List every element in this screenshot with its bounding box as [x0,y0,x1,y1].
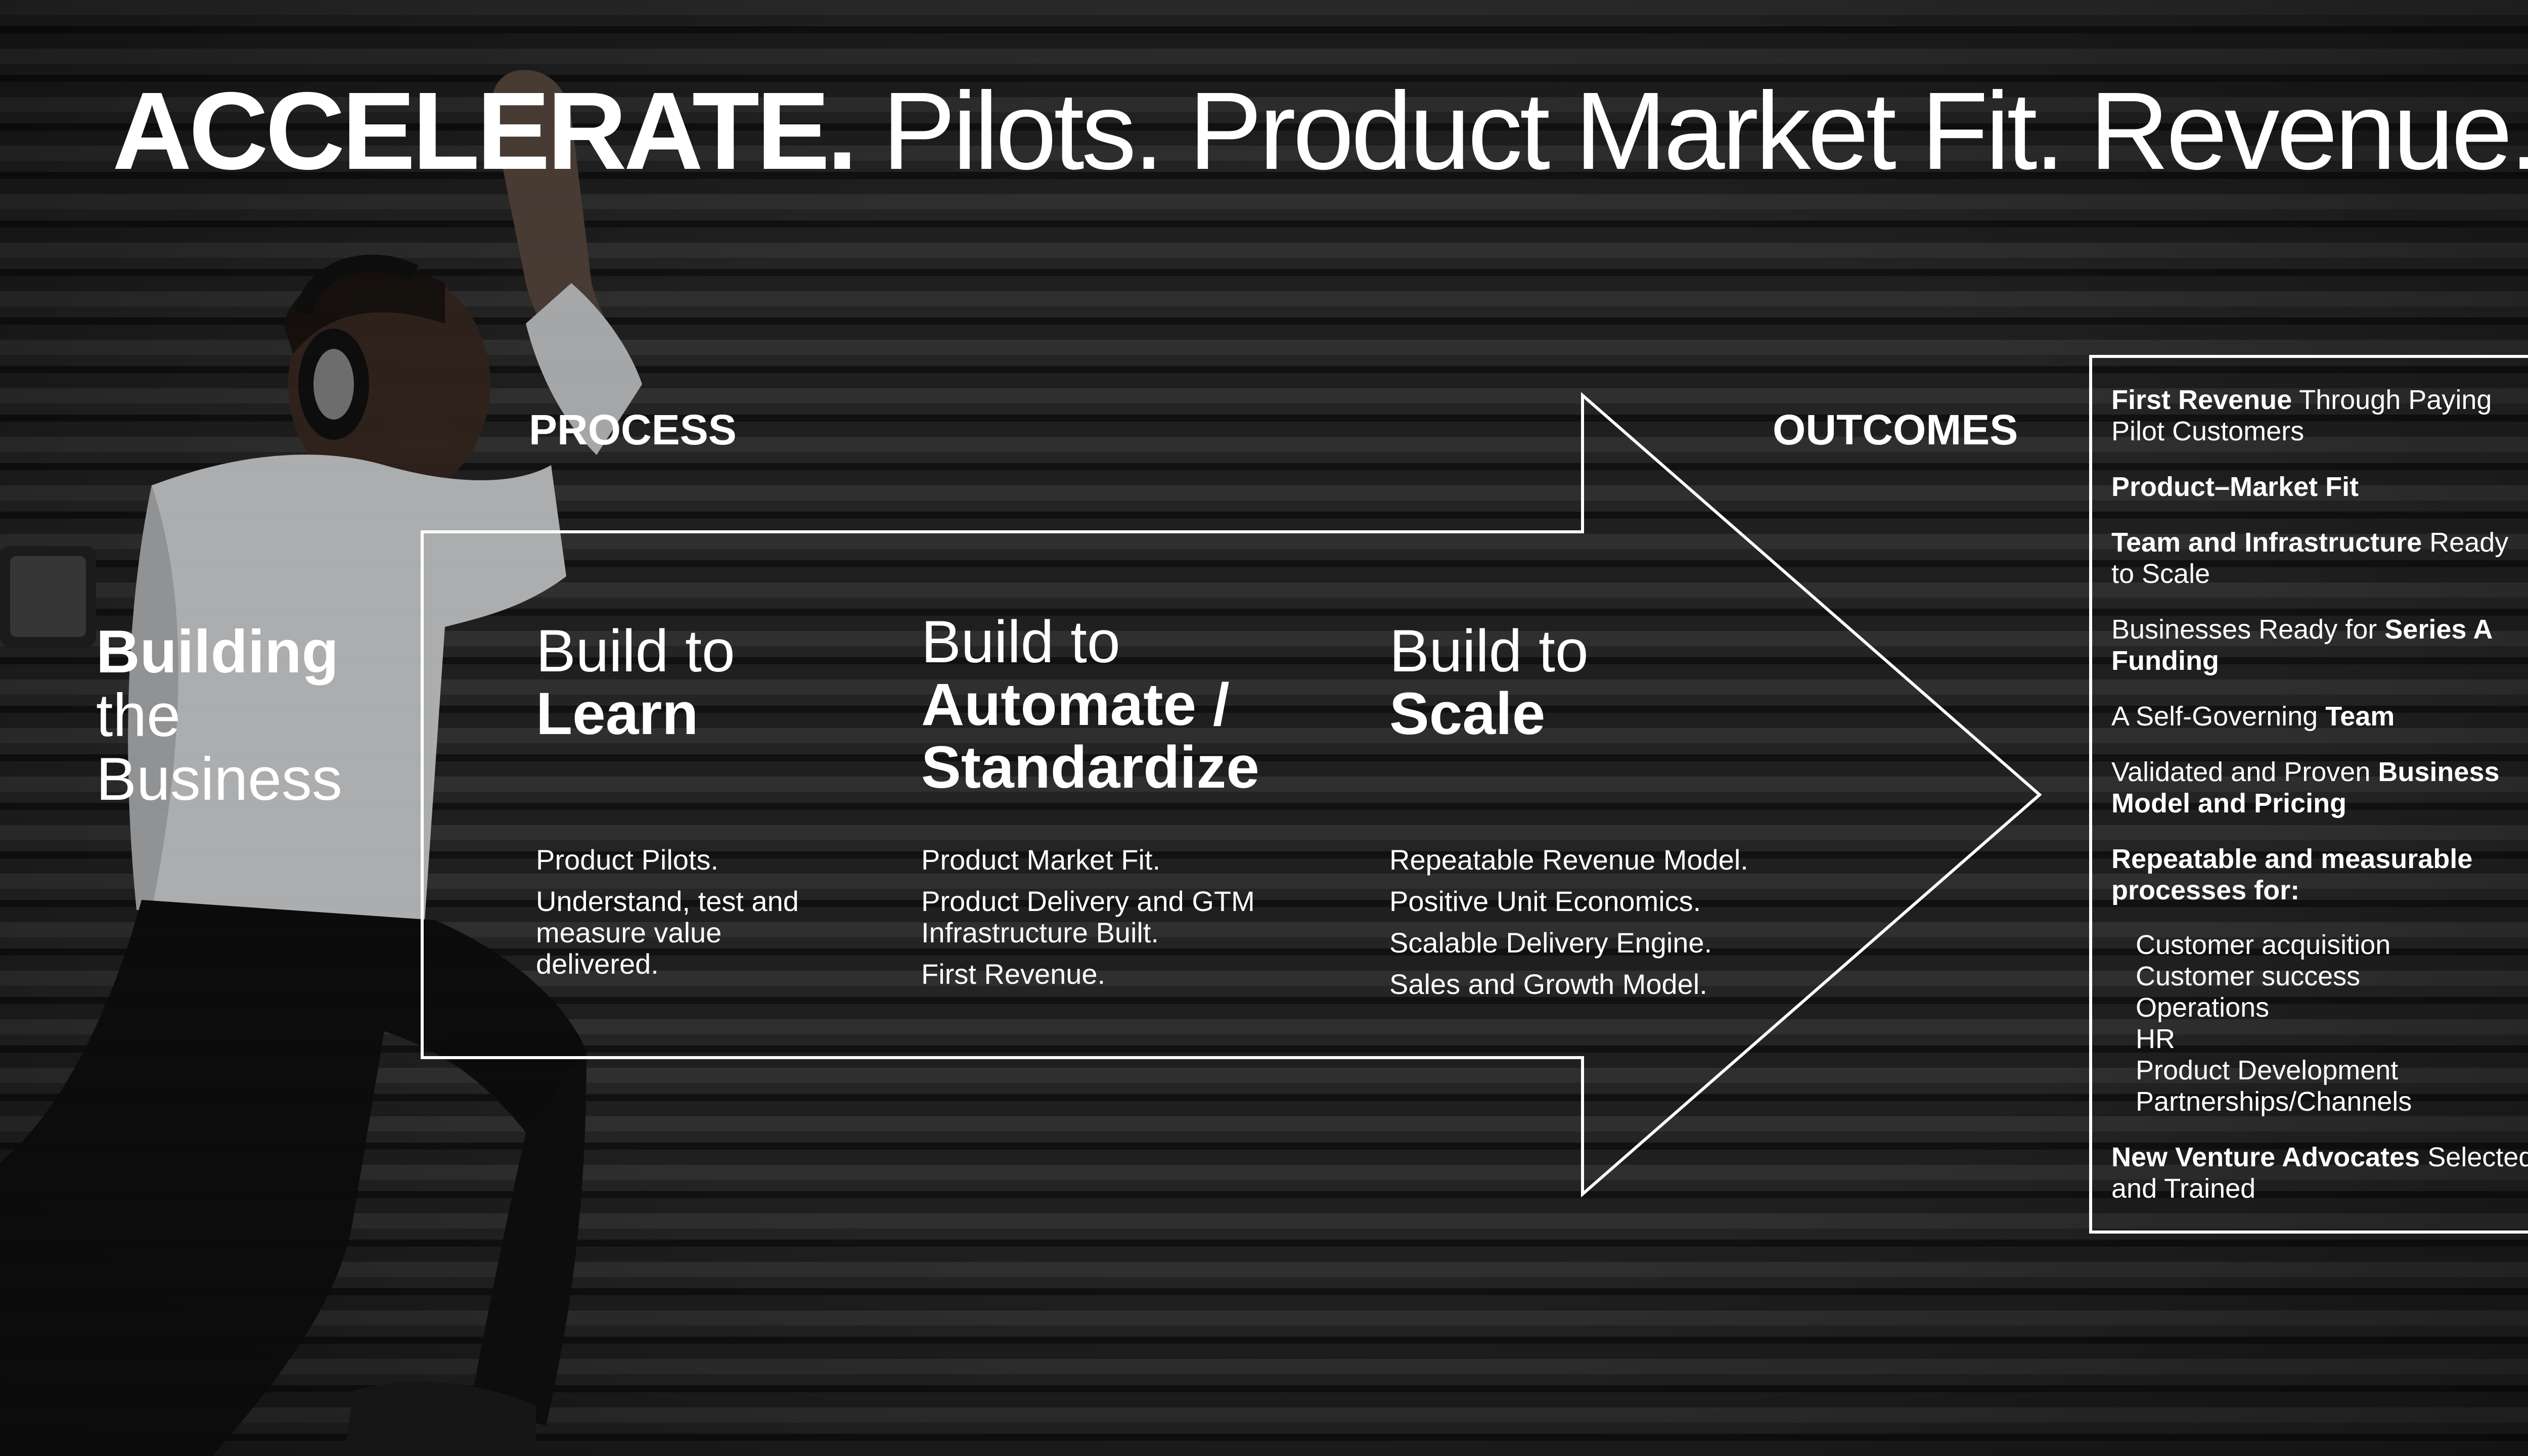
list-item: Partnerships/Channels [2136,1086,2412,1117]
outcomes-label: OUTCOMES [1773,406,2018,453]
stage-scale-name: Scale [1389,680,1546,747]
stage-learn-prefix: Build to [536,618,735,685]
stage-scale-list: Repeatable Revenue Model. Positive Unit … [1389,844,1844,1010]
stage-learn-name: Learn [536,680,699,747]
outcome-first-revenue: First Revenue Through Paying Pilot Custo… [2111,385,2492,446]
list-item: Product Delivery and GTM Infrastructure … [921,885,1255,948]
stage-automate-name-1: Automate / [921,671,1230,738]
stage-learn-heading: Build to Learn [536,620,735,745]
building-business-heading: Building the Business [96,620,342,811]
process-sublist: Customer acquisition Customer success Op… [2111,929,2528,1117]
list-item: Operations [2136,992,2270,1023]
outcomes-list: First Revenue Through Paying Pilot Custo… [2111,384,2528,1228]
list-item: Product Pilots. [536,844,719,876]
list-item: Sales and Growth Model. [1389,968,1707,1000]
outcome-business-model: Validated and Proven Business Model and … [2111,757,2500,818]
list-item: HR [2136,1024,2175,1054]
outcome-self-governing-team: A Self-Governing Team [2111,701,2395,732]
stage-automate-heading: Build to Automate / Standardize [921,611,1259,799]
title-rest: Pilots. Product Market Fit. Revenue. [882,70,2528,193]
outcome-repeatable-processes: Repeatable and measurable processes for:… [2111,843,2528,1117]
outcome-venture-advocates: New Venture Advocates Selected and Train… [2111,1142,2528,1204]
list-item: Understand, test and measure value deliv… [536,885,799,980]
process-label: PROCESS [529,406,737,453]
runner-figure [0,70,642,1456]
heading-line-2: the [96,681,180,749]
stage-scale-heading: Build to Scale [1389,620,1589,745]
stage-automate-name-2: Standardize [921,734,1259,801]
list-item: Product Market Fit. [921,844,1161,876]
stage-learn-list: Product Pilots. Understand, test and mea… [536,844,819,990]
list-item: Customer success [2136,961,2361,991]
outcome-product-market-fit: Product–Market Fit [2111,472,2359,502]
list-item: Customer acquisition [2136,930,2391,960]
stage-scale-prefix: Build to [1389,618,1589,685]
outcome-team-infrastructure: Team and Infrastructure Ready to Scale [2111,527,2509,589]
list-item: Product Development [2136,1055,2399,1085]
outcomes-box [2089,355,2528,1234]
list-item: First Revenue. [921,958,1106,990]
heading-line-3: Business [96,745,342,813]
list-item: Positive Unit Economics. [1389,885,1701,917]
stage-automate-list: Product Market Fit. Product Delivery and… [921,844,1285,1000]
heading-line-1: Building [96,618,339,686]
outcome-series-a: Businesses Ready for Series A Funding [2111,614,2492,676]
list-item: Repeatable Revenue Model. [1389,844,1748,876]
slide-title: ACCELERATE. Pilots. Product Market Fit. … [112,66,2528,197]
stage-automate-prefix: Build to [921,609,1120,675]
list-item: Scalable Delivery Engine. [1389,927,1712,959]
title-bold: ACCELERATE. [112,70,857,193]
